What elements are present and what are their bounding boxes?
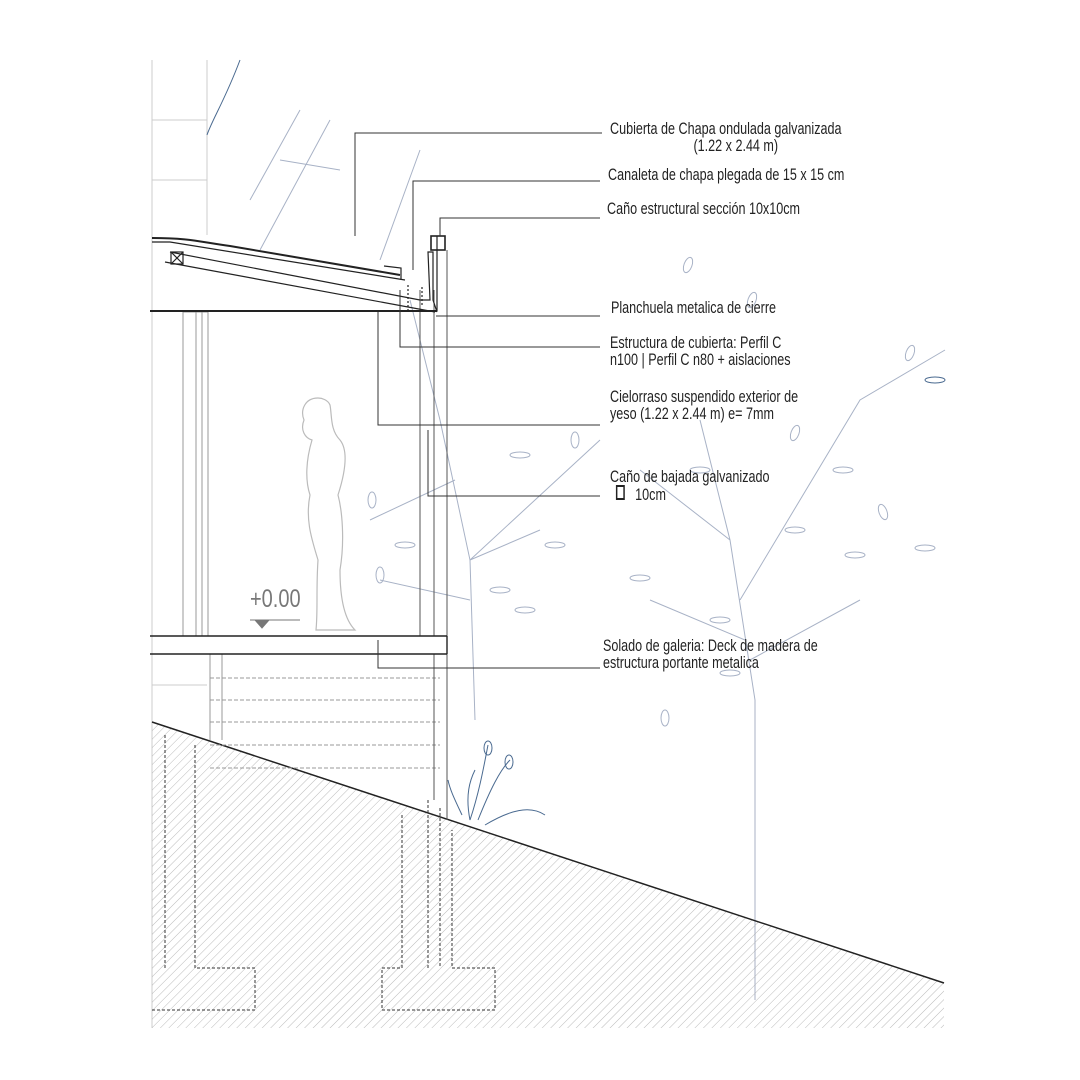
roof-section bbox=[150, 235, 446, 313]
columns bbox=[419, 250, 448, 820]
annotation-gutter: Canaleta de chapa plegada de 15 x 15 cm bbox=[608, 166, 844, 183]
annotation-line: n100 | Perfil C n80 + aislaciones bbox=[610, 350, 791, 369]
deck-substructure bbox=[209, 654, 440, 769]
annotation-deck: Solado de galeria: Deck de madera de est… bbox=[603, 637, 818, 671]
annotation-line: Estructura de cubierta: Perfil C bbox=[610, 333, 782, 352]
annotation-line: (1.22 x 2.44 m) bbox=[693, 136, 779, 155]
annotation-line: Canaleta de chapa plegada de 15 x 15 cm bbox=[608, 165, 845, 184]
annotation-line: 10cm bbox=[635, 485, 666, 504]
annotation-line: estructura portante metalica bbox=[603, 653, 759, 672]
annotation-line: Cubierta de Chapa ondulada galvanizada bbox=[610, 119, 842, 138]
square-section-icon bbox=[615, 485, 625, 500]
tree-leaves bbox=[367, 256, 946, 727]
annotation-closing-plate: Planchuela metalica de cierre bbox=[611, 299, 776, 316]
annotation-ceiling: Cielorraso suspendido exterior de yeso (… bbox=[610, 388, 798, 422]
level-marker bbox=[250, 619, 300, 629]
annotation-line: Planchuela metalica de cierre bbox=[611, 298, 777, 317]
annotation-downpipe: Caño de bajada galvanizado 10cm bbox=[610, 468, 769, 503]
tree-background bbox=[206, 59, 946, 1000]
annotation-line: Cielorraso suspendido exterior de bbox=[610, 387, 799, 406]
person-silhouette bbox=[301, 397, 357, 631]
annotation-roof-structure: Estructura de cubierta: Perfil C n100 | … bbox=[610, 334, 791, 368]
plant bbox=[447, 740, 546, 826]
window-frame bbox=[182, 311, 209, 637]
annotation-roof-sheet: Cubierta de Chapa ondulada galvanizada (… bbox=[610, 120, 862, 154]
annotation-line: Caño estructural sección 10x10cm bbox=[607, 199, 800, 218]
deck-slab bbox=[150, 635, 448, 655]
annotation-line: Caño de bajada galvanizado bbox=[610, 467, 770, 486]
ground-line bbox=[151, 721, 945, 984]
annotation-line: yeso (1.22 x 2.44 m) e= 7mm bbox=[610, 404, 774, 423]
annotation-structural-tube: Caño estructural sección 10x10cm bbox=[607, 200, 800, 217]
leader-lines bbox=[354, 132, 602, 669]
level-mark: +0.00 bbox=[250, 585, 301, 613]
annotation-line: Solado de galeria: Deck de madera de bbox=[603, 636, 818, 655]
ground-hatch bbox=[152, 722, 944, 1028]
foundations bbox=[152, 735, 496, 1011]
